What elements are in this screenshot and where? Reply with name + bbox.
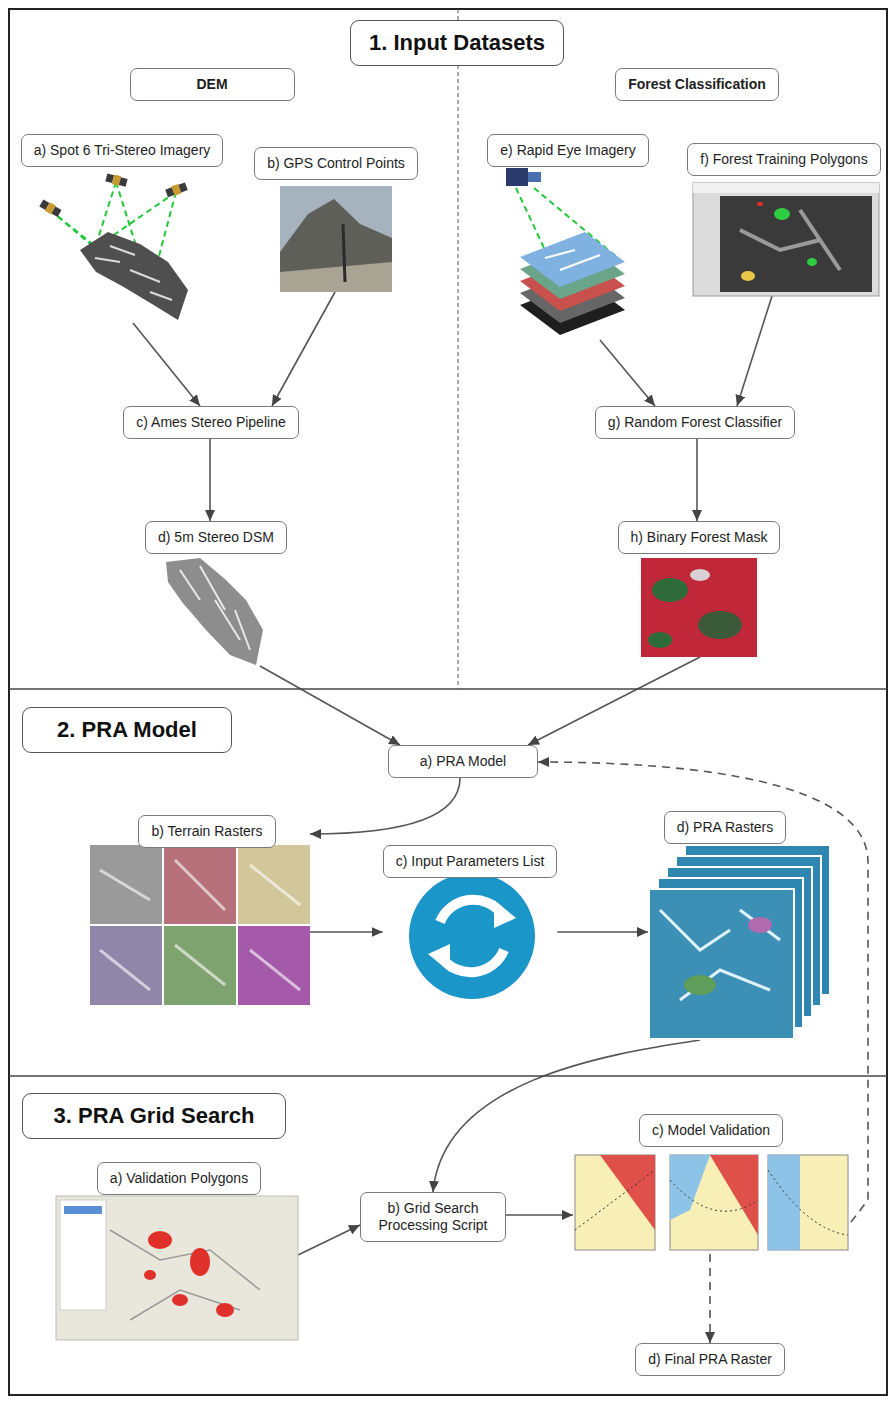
step-label: c) Ames Stereo Pipeline [136, 414, 285, 431]
label-box: a) PRA Model [388, 745, 538, 778]
illustrated-step: h) Binary Forest Mask [618, 521, 781, 657]
label-box: g) Random Forest Classifier [595, 406, 795, 439]
label-box: c) Ames Stereo Pipeline [123, 406, 298, 439]
step-label: b) Grid Search Processing Script [373, 1200, 493, 1234]
rapideye-imagery [506, 168, 625, 335]
illustrated-step: d) 5m Stereo DSM [145, 521, 287, 666]
process-box: Forest Classification [615, 68, 779, 101]
step-label: c) Model Validation [652, 1122, 770, 1139]
step-label: b) GPS Control Points [267, 155, 405, 172]
label-box: d) PRA Rasters [664, 811, 786, 844]
step-label: h) Binary Forest Mask [631, 529, 768, 546]
training-screenshot [693, 183, 879, 296]
step-label: a) Validation Polygons [110, 1170, 248, 1187]
step-label: d) Final PRA Raster [648, 1351, 772, 1368]
flow-arrow [310, 931, 383, 933]
section-heading: 3. PRA Grid Search [22, 1093, 286, 1139]
label-box: b) GPS Control Points [254, 147, 418, 180]
pra-raster-stack [649, 845, 830, 1039]
feedback-arrow [709, 1254, 711, 1343]
label-box: a) Validation Polygons [97, 1162, 261, 1195]
label-box: e) Rapid Eye Imagery [487, 134, 648, 167]
label-box: d) Final PRA Raster [635, 1343, 785, 1376]
step-label: f) Forest Training Polygons [700, 151, 867, 168]
flow-arrow [310, 778, 460, 834]
process-box: b) Grid Search Processing Script [360, 1192, 506, 1242]
step-label: Forest Classification [628, 76, 766, 93]
label-box: b) Grid Search Processing Script [360, 1192, 506, 1242]
label-box: b) Terrain Rasters [138, 815, 275, 848]
step-label: a) Spot 6 Tri-Stereo Imagery [34, 142, 211, 159]
illustrated-step: c) Input Parameters List [383, 845, 558, 999]
dsm-hillshade [166, 558, 263, 665]
step-label: a) PRA Model [401, 753, 525, 770]
label-box: a) Spot 6 Tri-Stereo Imagery [21, 134, 224, 167]
illustrated-step: b) GPS Control Points [254, 147, 418, 292]
step-label: c) Input Parameters List [396, 853, 545, 870]
flow-arrow [506, 1214, 573, 1216]
process-box: d) Final PRA Raster [635, 1343, 785, 1376]
label-box: DEM [130, 68, 295, 101]
validation-map [56, 1196, 298, 1340]
feedback-arrow [538, 762, 868, 1222]
illustrated-step: c) Model Validation [573, 1114, 851, 1254]
section-title: 2. PRA Model [41, 717, 213, 743]
flow-arrow [272, 292, 335, 406]
validation-charts [575, 1155, 848, 1250]
section-title: 1. Input Datasets [369, 30, 545, 56]
label-box: c) Model Validation [639, 1114, 783, 1147]
flow-arrow [209, 439, 211, 521]
illustrated-step: e) Rapid Eye Imagery [487, 134, 648, 340]
label-box: c) Input Parameters List [383, 845, 558, 878]
label-box: d) 5m Stereo DSM [145, 521, 287, 554]
heading-box: 2. PRA Model [22, 707, 232, 753]
flow-arrow [133, 323, 200, 406]
flow-arrow [260, 666, 400, 745]
step-label: d) 5m Stereo DSM [158, 529, 274, 546]
label-box: h) Binary Forest Mask [618, 521, 781, 554]
flow-arrow [298, 1225, 360, 1255]
flow-arrow [528, 657, 700, 745]
process-box: DEM [130, 68, 295, 101]
flow-arrow [600, 340, 655, 406]
section-heading: 1. Input Datasets [350, 20, 564, 66]
flow-arrow [557, 931, 648, 933]
frame [9, 9, 887, 1395]
label-box: Forest Classification [615, 68, 779, 101]
step-label: d) PRA Rasters [677, 819, 773, 836]
section-title: 3. PRA Grid Search [41, 1103, 267, 1129]
illustrated-step: b) Terrain Rasters [90, 815, 310, 1005]
step-label: e) Rapid Eye Imagery [500, 142, 635, 159]
illustrated-step: f) Forest Training Polygons [687, 143, 880, 296]
label-box: f) Forest Training Polygons [687, 143, 880, 176]
terrain-tiles [90, 845, 310, 1005]
illustrated-step: a) Validation Polygons [56, 1162, 298, 1340]
process-box: c) Ames Stereo Pipeline [123, 406, 298, 439]
heading-box: 1. Input Datasets [350, 20, 564, 66]
gps-photo [280, 186, 392, 292]
forest-mask [641, 558, 757, 657]
process-box: g) Random Forest Classifier [595, 406, 795, 439]
illustrated-step: a) Spot 6 Tri-Stereo Imagery [21, 134, 224, 323]
flow-arrow [737, 296, 772, 406]
process-box: a) PRA Model [388, 745, 538, 778]
section-heading: 2. PRA Model [22, 707, 232, 753]
heading-box: 3. PRA Grid Search [22, 1093, 286, 1139]
step-label: DEM [143, 76, 282, 93]
satellite-imagery [39, 173, 188, 320]
flow-arrow [696, 439, 698, 521]
step-label: g) Random Forest Classifier [608, 414, 782, 431]
cycle-icon [409, 873, 535, 999]
illustrated-step: d) PRA Rasters [648, 811, 830, 1040]
step-label: b) Terrain Rasters [151, 823, 262, 840]
